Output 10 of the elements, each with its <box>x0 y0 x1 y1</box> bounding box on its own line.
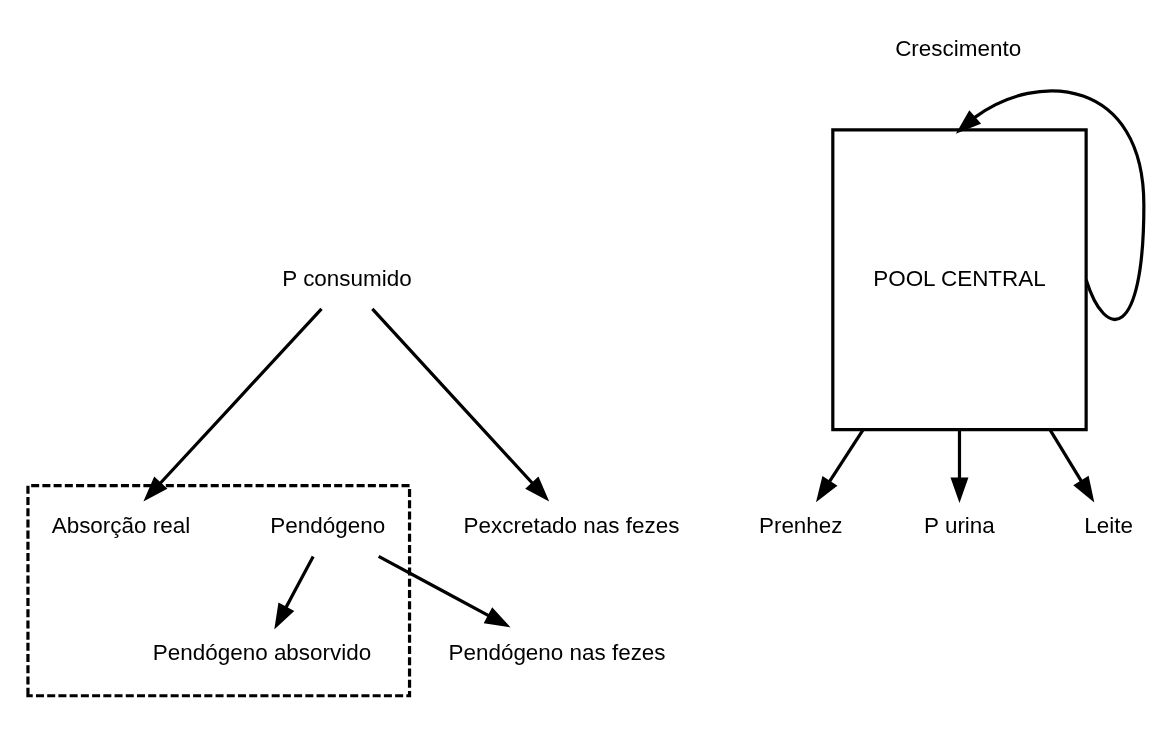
node-text: P urina <box>924 513 995 539</box>
node-text: Pendógeno nas fezes <box>448 640 666 666</box>
node-text: P consumido <box>282 265 412 291</box>
node-text: Pendógeno absorvido <box>152 640 372 666</box>
edge-label: Crescimento <box>895 36 1022 62</box>
node-text: Leite <box>1084 513 1133 539</box>
node-text: Pexcretado nas fezes <box>463 513 680 539</box>
node-text: Absorção real <box>51 513 191 539</box>
node-text: Pendógeno <box>270 513 386 539</box>
node-text: Prenhez <box>758 513 843 539</box>
